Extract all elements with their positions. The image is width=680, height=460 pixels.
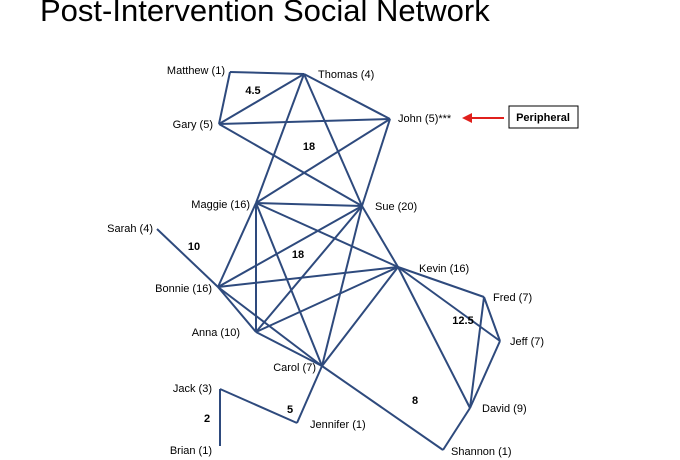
edge-carol-kevin bbox=[321, 266, 399, 367]
edges-layer bbox=[156, 71, 501, 451]
edge-anna-kevin bbox=[255, 266, 399, 333]
edge-john-sue bbox=[361, 118, 391, 207]
edge-gary-thomas bbox=[218, 73, 305, 125]
edge-maggie-carol bbox=[255, 202, 323, 367]
edge-maggie-bonnie bbox=[217, 202, 257, 288]
node-label-maggie: Maggie (16) bbox=[191, 199, 250, 211]
node-label-john: John (5)*** bbox=[398, 113, 452, 125]
edge-sue-kevin bbox=[361, 205, 399, 268]
edge-sue-carol bbox=[321, 205, 363, 367]
node-label-jack: Jack (3) bbox=[173, 383, 212, 395]
node-label-david: David (9) bbox=[482, 403, 527, 415]
node-label-jennifer: Jennifer (1) bbox=[310, 419, 366, 431]
edge-thomas-sue bbox=[303, 73, 363, 207]
node-label-bonnie: Bonnie (16) bbox=[155, 283, 212, 295]
edge-sue-bonnie bbox=[217, 205, 363, 288]
edge-gary-john bbox=[218, 118, 391, 125]
node-label-brian: Brian (1) bbox=[170, 445, 212, 457]
region-label-r-jennifer: 5 bbox=[287, 404, 293, 416]
node-label-fred: Fred (7) bbox=[493, 292, 532, 304]
edge-thomas-maggie bbox=[255, 73, 305, 204]
region-label-r-sarah: 10 bbox=[188, 241, 200, 253]
edge-kevin-david bbox=[397, 266, 471, 409]
edge-shannon-david bbox=[442, 407, 471, 451]
peripheral-callout: Peripheral bbox=[462, 105, 579, 129]
edge-bonnie-anna bbox=[217, 286, 257, 333]
region-label-r-matthew-thomas-gary: 4.5 bbox=[245, 85, 260, 97]
edge-john-maggie bbox=[255, 118, 391, 204]
edge-carol-shannon bbox=[321, 365, 444, 451]
edge-matthew-gary bbox=[218, 71, 231, 125]
page-title: Post-Intervention Social Network bbox=[40, 0, 490, 28]
edge-kevin-fred bbox=[397, 266, 485, 298]
edge-jennifer-jack bbox=[219, 388, 298, 424]
edge-sarah-bonnie bbox=[156, 228, 219, 288]
region-label-r-middle: 18 bbox=[292, 249, 304, 261]
node-label-gary: Gary (5) bbox=[173, 119, 213, 131]
node-label-jeff: Jeff (7) bbox=[510, 336, 544, 348]
edge-jeff-david bbox=[469, 340, 501, 409]
edge-maggie-sue bbox=[255, 202, 363, 207]
region-label-r-fred-jeff: 12.5 bbox=[452, 315, 473, 327]
edge-sue-anna bbox=[255, 205, 363, 333]
edge-carol-jennifer bbox=[296, 365, 323, 424]
region-label-r-upper: 18 bbox=[303, 141, 315, 153]
callout-label: Peripheral bbox=[516, 112, 570, 124]
node-label-thomas: Thomas (4) bbox=[318, 69, 374, 81]
node-label-matthew: Matthew (1) bbox=[167, 65, 225, 77]
arrow-head-icon bbox=[462, 113, 472, 123]
callout-box bbox=[508, 105, 579, 129]
regions-layer: 4.5 18 10 18 12.5 8 5 2 bbox=[188, 85, 474, 425]
edge-maggie-kevin bbox=[255, 202, 399, 268]
edge-bonnie-kevin bbox=[217, 266, 399, 288]
node-label-sarah: Sarah (4) bbox=[107, 223, 153, 235]
edge-fred-david bbox=[469, 296, 485, 409]
region-label-r-jack-brian: 2 bbox=[204, 413, 210, 425]
edge-gary-sue bbox=[218, 123, 363, 207]
edge-matthew-thomas bbox=[229, 71, 305, 75]
node-label-anna: Anna (10) bbox=[192, 327, 240, 339]
edge-anna-carol bbox=[255, 331, 323, 367]
edge-thomas-john bbox=[303, 73, 391, 120]
labels-layer: Matthew (1) Thomas (4) Gary (5) John (5)***… bbox=[107, 65, 544, 458]
node-label-sue: Sue (20) bbox=[375, 201, 417, 213]
node-label-shannon: Shannon (1) bbox=[451, 446, 512, 458]
region-label-r-kevin-david: 8 bbox=[412, 395, 418, 407]
node-label-kevin: Kevin (16) bbox=[419, 263, 469, 275]
edge-fred-jeff bbox=[483, 296, 501, 342]
node-label-carol: Carol (7) bbox=[273, 362, 316, 374]
edge-kevin-jeff bbox=[397, 266, 501, 342]
